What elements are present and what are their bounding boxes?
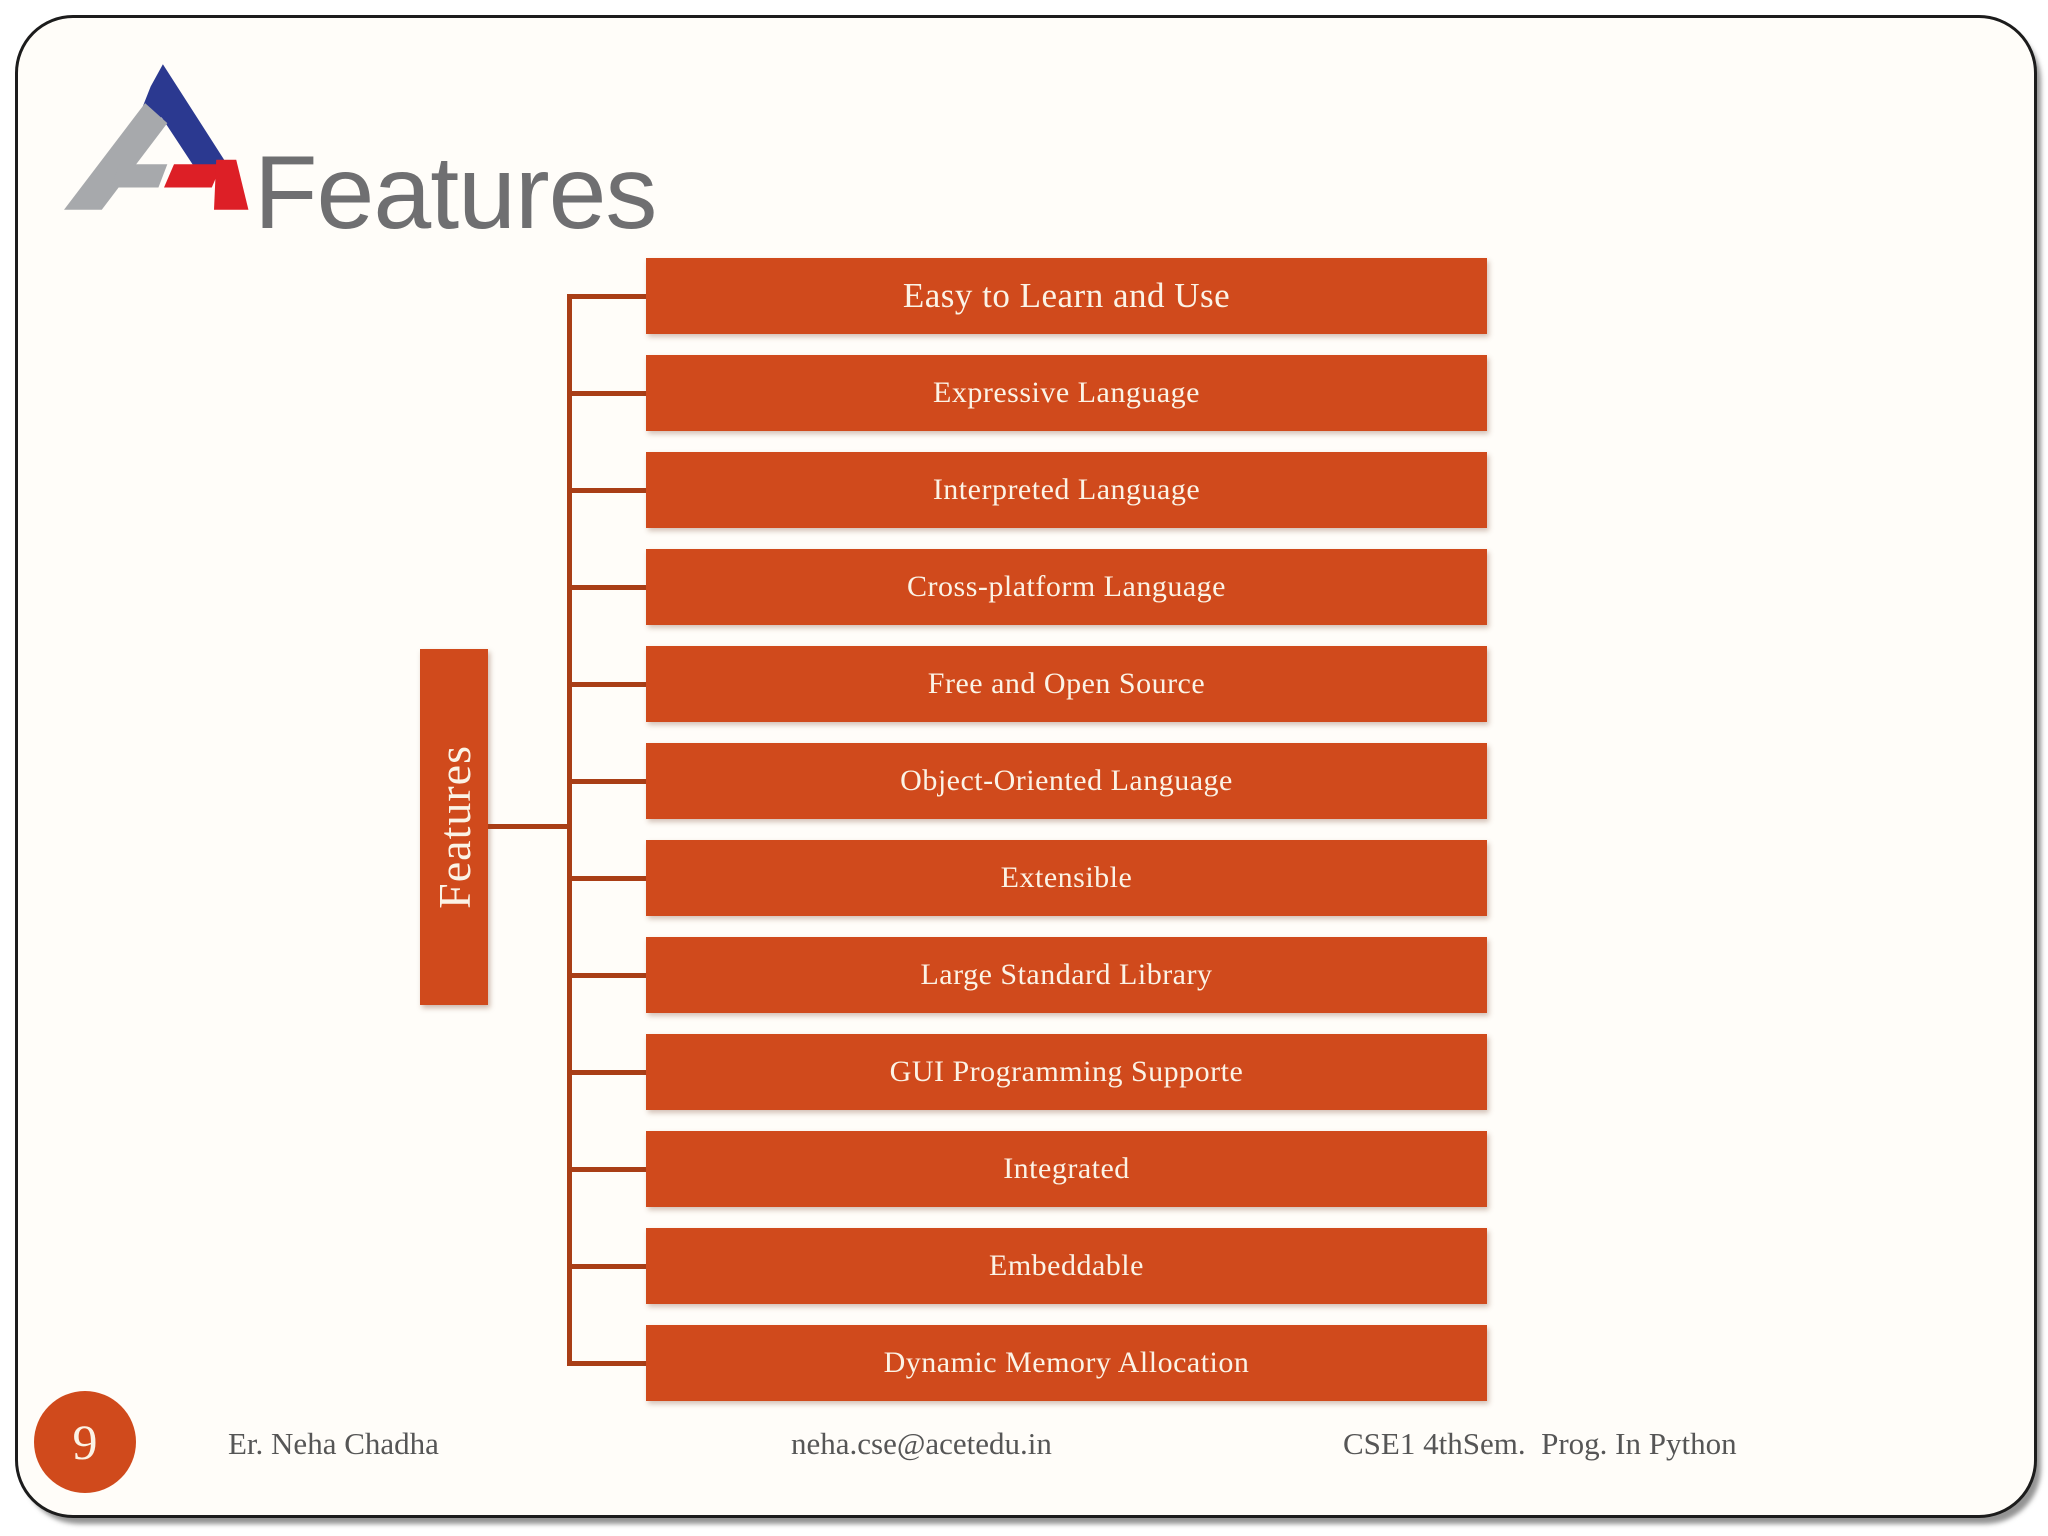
connector-branch-line (567, 585, 646, 590)
connector-branch-line (567, 1070, 646, 1075)
feature-bar: Dynamic Memory Allocation (646, 1325, 1487, 1401)
logo-gray-crossbar (110, 164, 168, 188)
feature-bar: Free and Open Source (646, 646, 1487, 722)
ace-college-logo (64, 64, 249, 210)
connector-branch-line (567, 294, 646, 299)
footer-course: CSE1 4thSem. Prog. In Python (1343, 1426, 1737, 1461)
feature-bar: Expressive Language (646, 355, 1487, 431)
feature-bar-label: Easy to Learn and Use (902, 276, 1231, 315)
connector-branch-line (567, 1167, 646, 1172)
feature-bar-label: Cross-platform Language (907, 570, 1226, 603)
footer-author: Er. Neha Chadha (228, 1426, 439, 1461)
feature-bar-label: Free and Open Source (927, 667, 1206, 700)
feature-bar: Extensible (646, 840, 1487, 916)
connector-branch-line (567, 391, 646, 396)
logo-red-crossbar (164, 164, 222, 188)
connector-branch-line (567, 488, 646, 493)
feature-bar: Embeddable (646, 1228, 1487, 1304)
feature-bar-label: Embeddable (989, 1249, 1144, 1282)
footer-email: neha.cse@acetedu.in (791, 1426, 1052, 1461)
feature-bar: Cross-platform Language (646, 549, 1487, 625)
connector-trunk-line (567, 294, 572, 1366)
page-number: 9 (72, 1414, 98, 1470)
feature-bar-label: Integrated (1003, 1152, 1130, 1185)
logo-blue-triangle (138, 64, 229, 167)
feature-bar: Large Standard Library (646, 937, 1487, 1013)
connector-branch-line (567, 973, 646, 978)
features-root-label: Features (428, 745, 480, 909)
feature-bar-label: GUI Programming Supporte (889, 1055, 1244, 1088)
features-root-box: Features (420, 649, 488, 1005)
connector-branch-line (567, 1361, 646, 1366)
connector-branch-line (567, 1264, 646, 1269)
feature-bar: Interpreted Language (646, 452, 1487, 528)
feature-bar-label: Interpreted Language (932, 473, 1201, 506)
page-title: Features (254, 135, 657, 251)
feature-bar-label: Dynamic Memory Allocation (883, 1346, 1250, 1379)
feature-bar: Easy to Learn and Use (646, 258, 1487, 334)
connector-branch-line (567, 779, 646, 784)
feature-bar-label: Large Standard Library (920, 958, 1213, 991)
feature-bar: GUI Programming Supporte (646, 1034, 1487, 1110)
logo-gray-leg (64, 103, 168, 210)
connector-root-line (488, 824, 567, 829)
feature-bar-label: Expressive Language (933, 376, 1200, 409)
connector-branch-line (567, 876, 646, 881)
feature-bar-label: Object-Oriented Language (900, 764, 1233, 797)
feature-bar: Integrated (646, 1131, 1487, 1207)
logo-red-leg (214, 159, 249, 210)
connector-branch-line (567, 682, 646, 687)
page-number-badge: 9 (34, 1391, 136, 1493)
feature-bar: Object-Oriented Language (646, 743, 1487, 819)
feature-bar-label: Extensible (1000, 861, 1133, 894)
